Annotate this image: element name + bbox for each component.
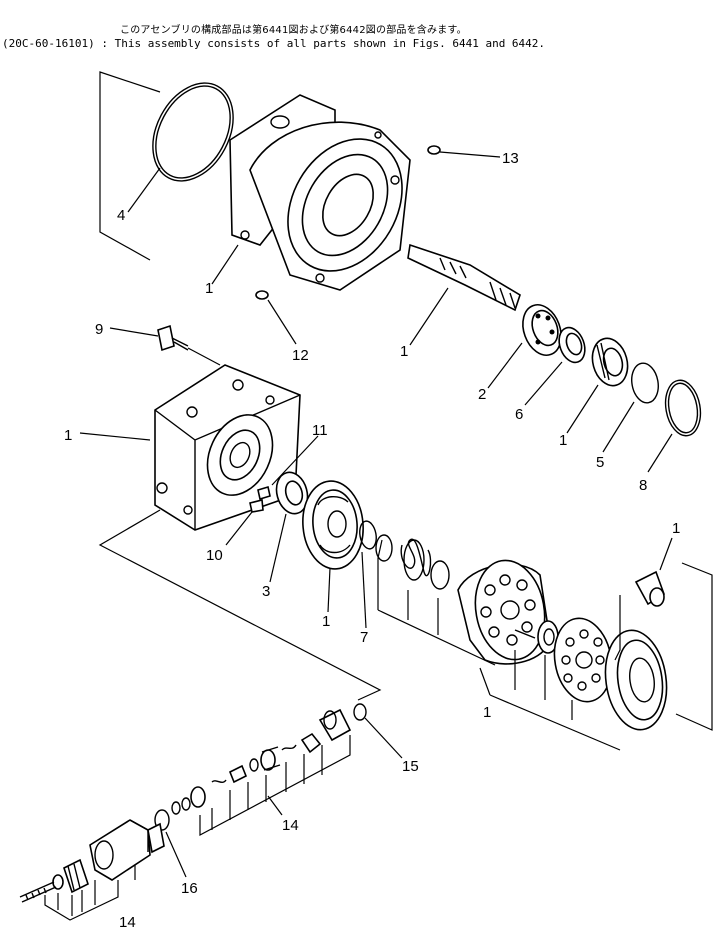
callout-1-cylinder: 1 bbox=[483, 704, 491, 721]
callout-3: 3 bbox=[262, 583, 270, 600]
o-ring-large bbox=[152, 82, 234, 182]
callout-10: 10 bbox=[206, 547, 223, 564]
callout-14-lower: 14 bbox=[119, 914, 136, 929]
motor-housing bbox=[229, 94, 411, 291]
callout-1-housing: 1 bbox=[205, 280, 213, 297]
bearing-2 bbox=[522, 304, 562, 356]
swash-plate bbox=[604, 629, 668, 731]
bearing-6 bbox=[558, 326, 586, 364]
callout-1-block: 1 bbox=[64, 427, 72, 444]
sleeve bbox=[318, 708, 352, 742]
callout-14-upper: 14 bbox=[282, 817, 299, 834]
callout-12: 12 bbox=[292, 347, 309, 364]
callout-2: 2 bbox=[478, 386, 486, 403]
o-ring-16 bbox=[154, 809, 170, 831]
callout-11: 11 bbox=[312, 422, 328, 439]
callout-1-fitting: 1 bbox=[672, 520, 680, 537]
cylinder-block bbox=[457, 559, 551, 665]
fitting-1 bbox=[634, 570, 665, 607]
o-ring-15 bbox=[353, 703, 367, 721]
callout-8: 8 bbox=[639, 477, 647, 494]
callout-16: 16 bbox=[181, 880, 198, 897]
callout-1-shaft: 1 bbox=[400, 343, 408, 360]
bolt-9 bbox=[157, 324, 189, 352]
callout-4: 4 bbox=[117, 207, 125, 224]
callout-15: 15 bbox=[402, 758, 419, 775]
shaft bbox=[407, 243, 521, 312]
ring-b bbox=[430, 560, 450, 590]
callout-9: 9 bbox=[95, 321, 103, 338]
ring-a bbox=[375, 534, 393, 562]
snap-ring-7 bbox=[359, 520, 377, 550]
poppet bbox=[300, 732, 322, 754]
plug-13 bbox=[427, 145, 441, 155]
o-ring-5 bbox=[631, 362, 659, 404]
pin-10 bbox=[249, 498, 264, 513]
callout-13: 13 bbox=[502, 150, 519, 167]
pin-11 bbox=[257, 485, 271, 501]
plug-12 bbox=[255, 290, 269, 300]
callout-5: 5 bbox=[596, 454, 604, 471]
callout-6: 6 bbox=[515, 406, 523, 423]
header-english: (20C-60-16101) : This assembly consists … bbox=[2, 37, 546, 50]
callout-7: 7 bbox=[360, 629, 368, 646]
header-japanese: このアセンブリの構成部品は第6441図および第6442図の部品を含みます。 bbox=[120, 25, 467, 36]
seal-part bbox=[591, 337, 629, 387]
callout-1-plate: 1 bbox=[322, 613, 330, 630]
callout-1-seal: 1 bbox=[559, 432, 567, 449]
snap-ring-8 bbox=[664, 379, 702, 437]
spool-parts bbox=[171, 744, 297, 815]
bearing-3 bbox=[275, 471, 309, 515]
adjust-parts bbox=[19, 858, 89, 903]
retainer bbox=[537, 620, 559, 654]
spring bbox=[400, 538, 432, 581]
valve-block bbox=[154, 364, 301, 531]
valve-body bbox=[89, 819, 165, 881]
valve-plate bbox=[302, 480, 364, 570]
